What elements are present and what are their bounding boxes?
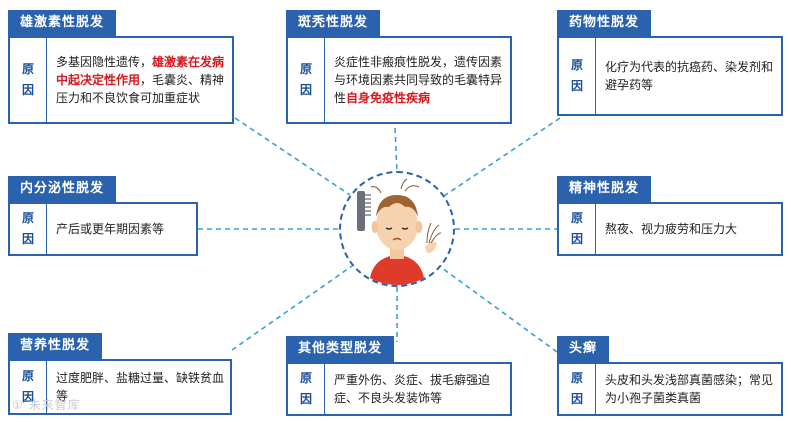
card-title: 营养性脱发 bbox=[8, 333, 103, 359]
cause-label: 原因 bbox=[559, 38, 596, 114]
card-box: 原因 炎症性非瘢痕性脱发，遗传因素与环境因素共同导致的毛囊特异性自身免疫性疾病 bbox=[286, 36, 512, 124]
card-nutritional: 营养性脱发 原因 过度肥胖、盐糖过量、缺铁贫血等 bbox=[8, 333, 232, 415]
card-box: 原因 熬夜、视力疲劳和压力大 bbox=[557, 202, 783, 256]
card-tinea: 头癣 原因 头皮和头发浅部真菌感染；常见为小孢子菌类真菌 bbox=[557, 336, 783, 416]
card-title: 药物性脱发 bbox=[557, 10, 652, 36]
card-drug: 药物性脱发 原因 化疗为代表的抗癌药、染发剂和避孕药等 bbox=[557, 10, 783, 116]
cause-label: 原因 bbox=[288, 38, 325, 122]
card-box: 原因 严重外伤、炎症、拔毛癖强迫症、不良头发装饰等 bbox=[286, 362, 512, 416]
card-alopecia-areata: 斑秃性脱发 原因 炎症性非瘢痕性脱发，遗传因素与环境因素共同导致的毛囊特异性自身… bbox=[286, 10, 512, 124]
cause-text: 严重外伤、炎症、拔毛癖强迫症、不良头发装饰等 bbox=[334, 373, 491, 405]
card-title: 头癣 bbox=[557, 336, 610, 362]
cause-label: 原因 bbox=[10, 361, 47, 413]
card-title: 精神性脱发 bbox=[557, 176, 652, 202]
cause-text: 过度肥胖、盐糖过量、缺铁贫血等 bbox=[56, 371, 225, 403]
cause-text: 产后或更年期因素等 bbox=[56, 222, 165, 236]
cause-label: 原因 bbox=[288, 364, 325, 414]
card-other: 其他类型脱发 原因 严重外伤、炎症、拔毛癖强迫症、不良头发装饰等 bbox=[286, 336, 512, 416]
card-box: 原因 产后或更年期因素等 bbox=[8, 202, 198, 256]
cause-label: 原因 bbox=[559, 364, 596, 414]
cause-label: 原因 bbox=[10, 38, 47, 122]
card-box: 原因 多基因隐性遗传，雄激素在发病中起决定性作用，毛囊炎、精神压力和不良饮食可加… bbox=[8, 36, 234, 124]
card-box: 原因 过度肥胖、盐糖过量、缺铁贫血等 bbox=[8, 359, 232, 415]
card-androgenic: 雄激素性脱发 原因 多基因隐性遗传，雄激素在发病中起决定性作用，毛囊炎、精神压力… bbox=[8, 10, 234, 124]
cause-label: 原因 bbox=[10, 204, 47, 254]
card-title: 内分泌性脱发 bbox=[8, 176, 117, 202]
card-mental: 精神性脱发 原因 熬夜、视力疲劳和压力大 bbox=[557, 176, 783, 256]
watermark: ① 未来智库 bbox=[12, 398, 81, 412]
card-endocrine: 内分泌性脱发 原因 产后或更年期因素等 bbox=[8, 176, 198, 256]
card-title: 斑秃性脱发 bbox=[286, 10, 381, 36]
cause-text: 多基因隐性遗传，雄激素在发病中起决定性作用，毛囊炎、精神压力和不良饮食可加重症状 bbox=[56, 55, 225, 105]
card-box: 原因 头皮和头发浅部真菌感染；常见为小孢子菌类真菌 bbox=[557, 362, 783, 416]
cause-text: 熬夜、视力疲劳和压力大 bbox=[605, 222, 738, 236]
card-title: 雄激素性脱发 bbox=[8, 10, 117, 36]
card-box: 原因 化疗为代表的抗癌药、染发剂和避孕药等 bbox=[557, 36, 783, 116]
cause-text: 炎症性非瘢痕性脱发，遗传因素与环境因素共同导致的毛囊特异性自身免疫性疾病 bbox=[334, 55, 503, 105]
cause-label: 原因 bbox=[559, 204, 596, 254]
hair-loss-person-icon bbox=[357, 178, 442, 285]
card-title: 其他类型脱发 bbox=[286, 336, 395, 362]
center-illustration bbox=[339, 171, 455, 287]
cause-text: 化疗为代表的抗癌药、染发剂和避孕药等 bbox=[605, 60, 774, 92]
cause-text: 头皮和头发浅部真菌感染；常见为小孢子菌类真菌 bbox=[605, 373, 774, 405]
